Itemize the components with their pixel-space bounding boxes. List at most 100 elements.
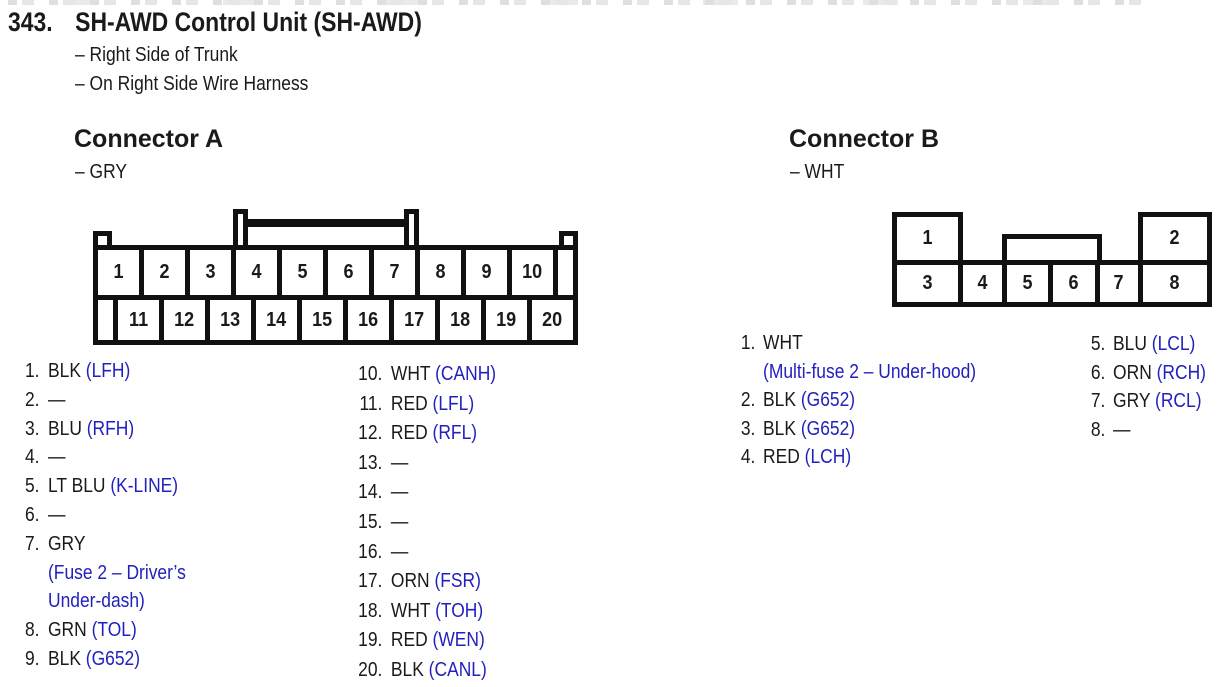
pin-cell-number: 15 bbox=[312, 308, 333, 331]
pin-list-line: 4. — bbox=[14, 443, 186, 472]
connector-a-lock-bar bbox=[240, 219, 412, 227]
pin-number: 6. bbox=[24, 502, 40, 526]
pin-cell: 6 bbox=[1053, 265, 1095, 302]
pin-cell-number: 7 bbox=[389, 261, 400, 283]
pin-cell: 8 bbox=[1143, 265, 1207, 302]
pin-number: 7. bbox=[1090, 389, 1106, 413]
pin-text: — bbox=[391, 537, 408, 567]
circuit-name: (WEN) bbox=[432, 628, 485, 652]
pin-cell: 1 bbox=[892, 212, 963, 265]
pin-cell-number: 18 bbox=[450, 308, 471, 331]
pin-cell-number: 17 bbox=[404, 308, 425, 331]
pin-cell: 16 bbox=[348, 300, 389, 340]
pin-list-line: 2. — bbox=[14, 386, 186, 415]
circuit-name: (K-LINE) bbox=[110, 474, 179, 498]
pin-text: BLU (LCL) bbox=[1113, 330, 1195, 359]
pin-cell-number: 9 bbox=[481, 261, 492, 283]
blank-cavity bbox=[558, 250, 573, 295]
pin-list-line: 8. — bbox=[1085, 416, 1206, 445]
pin-cell-number: 16 bbox=[358, 308, 379, 331]
wire-color: BLK bbox=[763, 388, 801, 412]
pin-number: 2. bbox=[24, 387, 40, 411]
pin-text: — bbox=[391, 507, 408, 537]
pin-text: — bbox=[48, 443, 65, 472]
pin-cell-number: 4 bbox=[977, 272, 988, 294]
pin-list-line: 1. WHT bbox=[735, 329, 976, 358]
connector-a-pin-list-left: 1. BLK (LFH) 2. — 3. BLU (RFH) 4. — 5. L… bbox=[14, 357, 216, 674]
pin-cell-number: 6 bbox=[343, 261, 354, 283]
circuit-name: (G652) bbox=[800, 388, 856, 412]
pin-cell-number: 6 bbox=[1068, 272, 1080, 294]
wire-color: — bbox=[48, 387, 66, 411]
pin-text: LT BLU (K-LINE) bbox=[48, 472, 178, 501]
location-note: – Right Side of Trunk bbox=[75, 43, 238, 66]
section-title: 343. SH-AWD Control Unit (SH-AWD) bbox=[8, 9, 422, 36]
circuit-name: (Multi-fuse 2 – Under-hood) bbox=[763, 359, 977, 383]
pin-number: 2. bbox=[740, 388, 756, 412]
pin-list-line: 8. GRN (TOL) bbox=[14, 616, 186, 645]
connector-b-color-note: – WHT bbox=[790, 160, 845, 183]
circuit-name: (Fuse 2 – Driver’s bbox=[48, 560, 186, 584]
pin-text: GRY (RCL) bbox=[1113, 387, 1201, 416]
pin-number: 4. bbox=[740, 445, 756, 469]
circuit-name: (RFL) bbox=[432, 421, 478, 445]
connector-a-corner-notch-left bbox=[93, 231, 112, 245]
pin-cell-number: 8 bbox=[435, 261, 446, 283]
pin-cell: 5 bbox=[282, 250, 323, 295]
wire-color: WHT bbox=[390, 598, 436, 622]
wire-color: ORN bbox=[1113, 360, 1157, 384]
wire-color: BLK bbox=[390, 657, 429, 681]
pin-text: — bbox=[48, 386, 65, 415]
circuit-name: (TOL) bbox=[91, 618, 137, 642]
pin-number bbox=[735, 358, 755, 387]
pin-list-line: 19. RED (WEN) bbox=[345, 625, 496, 655]
pin-number: 1. bbox=[24, 359, 40, 382]
pin-number: 4. bbox=[24, 445, 40, 469]
pin-cell: 4 bbox=[963, 265, 1002, 302]
pin-cell-number: 5 bbox=[1022, 272, 1033, 294]
pin-list-line: 7. GRY bbox=[14, 530, 186, 559]
pin-text: RED (LFL) bbox=[391, 389, 474, 419]
connector-a-color-note: – GRY bbox=[75, 160, 127, 183]
wire-color: RED bbox=[763, 445, 805, 469]
pin-cell: 2 bbox=[144, 250, 185, 295]
wire-color: BLU bbox=[1113, 332, 1152, 355]
connector-a-top-row: 1 2 3 4 5 6 bbox=[98, 250, 573, 295]
wire-color: — bbox=[390, 450, 409, 474]
pin-cell: 12 bbox=[164, 300, 205, 340]
pin-number: 8. bbox=[1090, 417, 1106, 441]
pin-text: WHT (CANH) bbox=[391, 359, 496, 389]
pin-text: Under-dash) bbox=[48, 587, 145, 616]
wire-color: — bbox=[390, 480, 409, 504]
connector-a-lock-tab-right bbox=[404, 209, 419, 245]
connector-b-heading: Connector B bbox=[789, 125, 939, 153]
pin-list-line: 11. RED (LFL) bbox=[345, 389, 496, 419]
pin-list-line: 18. WHT (TOH) bbox=[345, 596, 496, 626]
circuit-name: (RCL) bbox=[1155, 389, 1202, 413]
pin-cell-number: 20 bbox=[542, 308, 563, 331]
wire-color: — bbox=[390, 509, 409, 533]
pin-text: GRY bbox=[48, 530, 85, 559]
circuit-name: (LFH) bbox=[85, 359, 131, 382]
pin-number bbox=[14, 587, 40, 616]
pin-cell-number: 14 bbox=[266, 308, 287, 331]
wire-color: BLK bbox=[48, 359, 86, 382]
pin-text: (Multi-fuse 2 – Under-hood) bbox=[763, 358, 976, 387]
pin-list-line: 6. ORN (RCH) bbox=[1085, 359, 1206, 388]
pin-cell-number: 2 bbox=[1169, 227, 1181, 249]
pin-text: BLK (CANL) bbox=[391, 655, 487, 685]
pin-number: 10. bbox=[358, 362, 383, 385]
pin-cell: 7 bbox=[374, 250, 415, 295]
circuit-name: (CANH) bbox=[435, 362, 497, 385]
pin-text: BLK (G652) bbox=[48, 645, 140, 674]
pin-text: BLK (G652) bbox=[763, 386, 855, 415]
circuit-name: (RCH) bbox=[1156, 360, 1206, 384]
cropped-text-artifact bbox=[8, 0, 1153, 5]
pin-number bbox=[14, 559, 40, 588]
pin-text: RED (WEN) bbox=[391, 625, 485, 655]
pin-cell: 3 bbox=[190, 250, 231, 295]
pin-text: BLK (LFH) bbox=[48, 357, 130, 386]
connector-b-bottom-row: 3 4 5 6 7 8 bbox=[892, 260, 1212, 307]
pin-list-line: (Multi-fuse 2 – Under-hood) bbox=[735, 358, 976, 387]
